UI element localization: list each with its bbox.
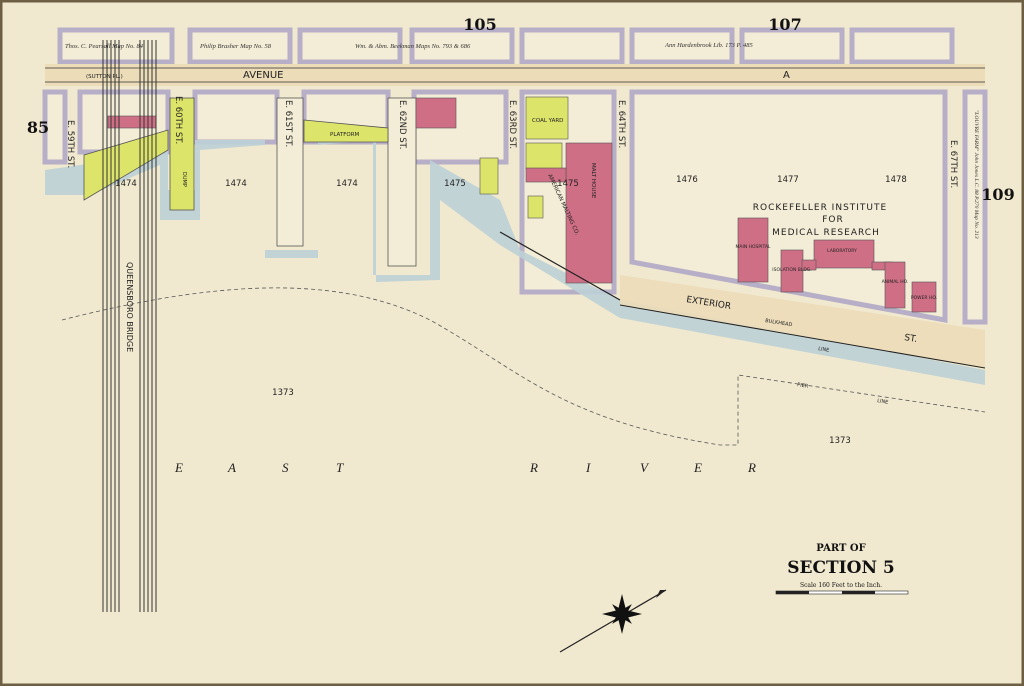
block-number: 1475 bbox=[557, 179, 579, 189]
block-number: 1373 bbox=[272, 388, 294, 398]
owner-brasher: Philip Brasher Map No. 58 bbox=[199, 43, 272, 50]
street-e64-label: E. 64TH ST. bbox=[616, 100, 626, 148]
isolation-building bbox=[780, 249, 804, 293]
street-e63-label: E. 63RD ST. bbox=[507, 100, 517, 149]
pier-line bbox=[61, 287, 986, 446]
animal-house-label: ANIMAL HO. bbox=[882, 279, 909, 285]
animal-house-building bbox=[884, 261, 906, 309]
river-letter: A bbox=[227, 460, 236, 475]
platform-label: PLATFORM bbox=[330, 132, 360, 138]
block-number: 1474 bbox=[225, 179, 247, 189]
sutton-place-label: (SUTTON PL.) bbox=[86, 74, 123, 80]
page-number-107: 107 bbox=[768, 15, 801, 34]
piers bbox=[83, 96, 613, 284]
avenue-a-road bbox=[45, 64, 985, 86]
owner-pearsall: Thos. C. Pearsall Map No. 84 bbox=[65, 43, 144, 50]
rockefeller-buildings bbox=[737, 217, 937, 313]
street-e67-label: E. 67TH ST. bbox=[948, 140, 958, 188]
power-house-building bbox=[911, 281, 937, 313]
street-e61-label: E. 61ST ST. bbox=[283, 100, 293, 147]
laboratory-label: LABORATORY bbox=[827, 248, 857, 254]
institute-label-3: MEDICAL RESEARCH bbox=[772, 228, 880, 238]
pier-line-label: LINE bbox=[877, 398, 889, 406]
river-letter: S bbox=[282, 460, 289, 475]
owner-louvre: "LOUVRE FARM" John Jones L.C. 88 P.270 M… bbox=[973, 110, 979, 239]
east-river-label: E A S T R I V E R bbox=[174, 460, 756, 475]
malt-house-label: MALT HOUSE bbox=[590, 163, 596, 199]
avenue-label: AVENUE bbox=[243, 70, 283, 81]
bulkhead-line-label: LINE bbox=[818, 346, 830, 354]
river-letter: R bbox=[529, 460, 538, 475]
institute-label-2: FOR bbox=[822, 215, 844, 225]
scale-label: Scale 160 Feet to the Inch. bbox=[800, 582, 882, 589]
owner-hardenbrook: Ann Hardenbrook Lib. 173 P. 485 bbox=[664, 42, 753, 49]
section-title: SECTION 5 bbox=[787, 558, 894, 578]
compass-rose-icon bbox=[559, 589, 667, 653]
dump-label: DUMP bbox=[181, 172, 187, 187]
owner-beekman: Wm. & Abm. Beekman Maps No. 793 & 686 bbox=[355, 43, 471, 50]
river-letter: V bbox=[640, 460, 650, 475]
page-number-105: 105 bbox=[463, 15, 496, 34]
page-number-85: 85 bbox=[27, 118, 49, 137]
pier-label: PIER bbox=[797, 382, 809, 390]
exterior-street-suffix: ST. bbox=[904, 333, 918, 345]
isolation-label: ISOLATION BLDG. bbox=[772, 267, 811, 273]
block-number: 1474 bbox=[336, 179, 358, 189]
river-letter: I bbox=[585, 460, 591, 475]
power-house-label: POWER HO. bbox=[911, 295, 937, 301]
coal-yard-label: COAL YARD bbox=[532, 118, 563, 124]
institute-label-1: ROCKEFELLER INSTITUTE bbox=[753, 203, 887, 213]
part-of-label: PART OF bbox=[816, 543, 865, 554]
river-letter: R bbox=[747, 460, 756, 475]
street-e62-label: E. 62ND ST. bbox=[397, 100, 407, 149]
avenue-a-label: A bbox=[783, 70, 790, 81]
page-number-109: 109 bbox=[981, 185, 1014, 204]
bulkhead-label: BULKHEAD bbox=[765, 318, 793, 328]
main-hospital-label: MAIN HOSPITAL bbox=[736, 244, 771, 250]
bridge-label: QUEENSBORO BRIDGE bbox=[125, 262, 134, 352]
north-blocks bbox=[57, 27, 955, 65]
river-letter: E bbox=[174, 460, 183, 475]
block-number: 1474 bbox=[115, 179, 137, 189]
exterior-street bbox=[620, 275, 985, 368]
block-number: 1478 bbox=[885, 175, 907, 185]
street-e59-label: E. 59TH ST. bbox=[65, 120, 75, 168]
scale-bar bbox=[775, 590, 909, 595]
block-number: 1477 bbox=[777, 175, 799, 185]
main-hospital-building bbox=[737, 217, 769, 283]
queensboro-bridge bbox=[102, 40, 157, 612]
block-number: 1476 bbox=[676, 175, 698, 185]
street-e60-label: E. 60TH ST. bbox=[173, 96, 183, 144]
river-letter: E bbox=[693, 460, 702, 475]
river-letter: T bbox=[336, 460, 344, 475]
block-number: 1373 bbox=[829, 436, 851, 446]
block-number: 1475 bbox=[444, 179, 466, 189]
laboratory-building bbox=[813, 239, 875, 269]
